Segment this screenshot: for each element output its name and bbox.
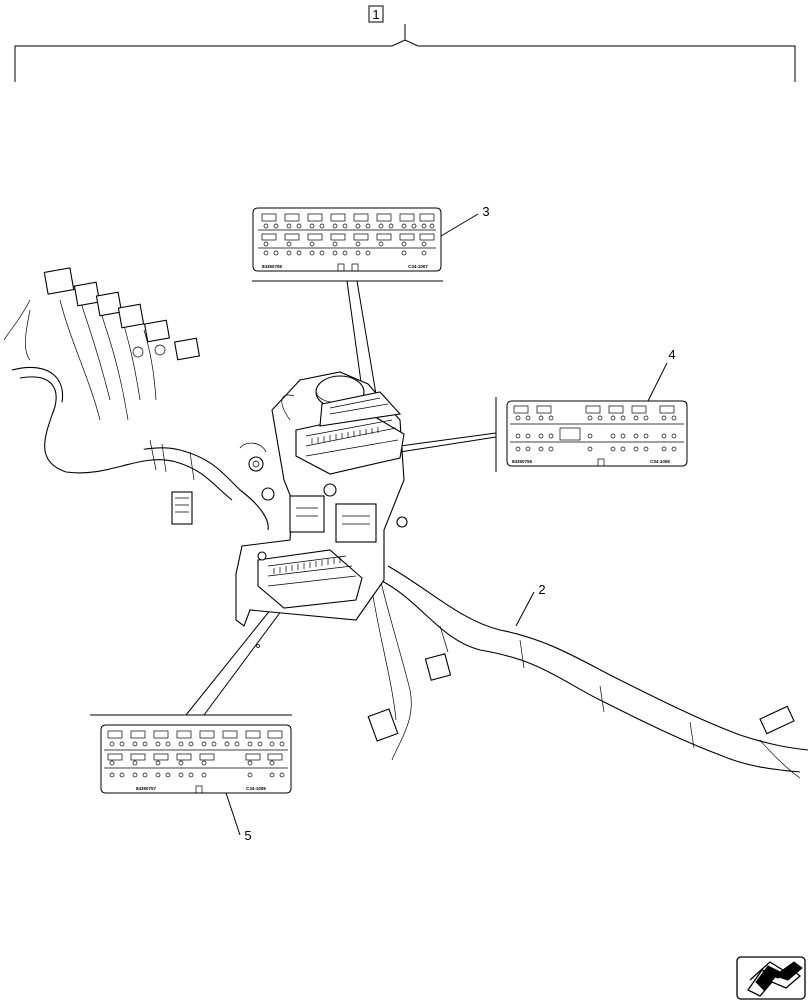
connector-middle-right [335, 503, 377, 543]
label-right-part-number: 84350755 [512, 459, 533, 464]
label-bottom-pin-grid [104, 730, 288, 794]
callout-3[interactable]: 3 [482, 204, 489, 219]
connector-end-right [759, 705, 795, 735]
callout-1[interactable]: 1 [372, 7, 379, 22]
connector-mid-lower [367, 708, 399, 742]
connector-label-top: 84350756 C34-1007 3 [252, 204, 490, 419]
assembly-bracket: 1 [14, 5, 796, 82]
arrow-back-icon[interactable] [736, 956, 806, 1000]
connector-label-right: 84350755 C34-1006 4 [399, 347, 688, 472]
connector-side-left [171, 491, 193, 525]
label-right-connector-id: C34-1006 [650, 459, 670, 464]
label-top-connector-id: C34-1007 [408, 264, 428, 269]
connector-cluster-left [43, 267, 201, 361]
control-module-assembly [235, 371, 408, 648]
connector-label-bottom: 84350757 C34-1005 5 [90, 582, 303, 843]
label-bottom-part-number: 84350757 [136, 786, 157, 791]
label-right-pin-grid [510, 405, 684, 467]
label-bottom-connector-id: C34-1005 [246, 786, 266, 791]
callout-2[interactable]: 2 [538, 582, 545, 597]
connector-mid-upper [424, 653, 452, 681]
wiring-harness: 2 [3, 267, 809, 779]
callout-4[interactable]: 4 [668, 347, 675, 362]
callout-5[interactable]: 5 [244, 828, 251, 843]
connector-middle-left [289, 495, 325, 533]
label-top-part-number: 84350756 [262, 264, 283, 269]
label-top-pin-grid [258, 213, 436, 272]
